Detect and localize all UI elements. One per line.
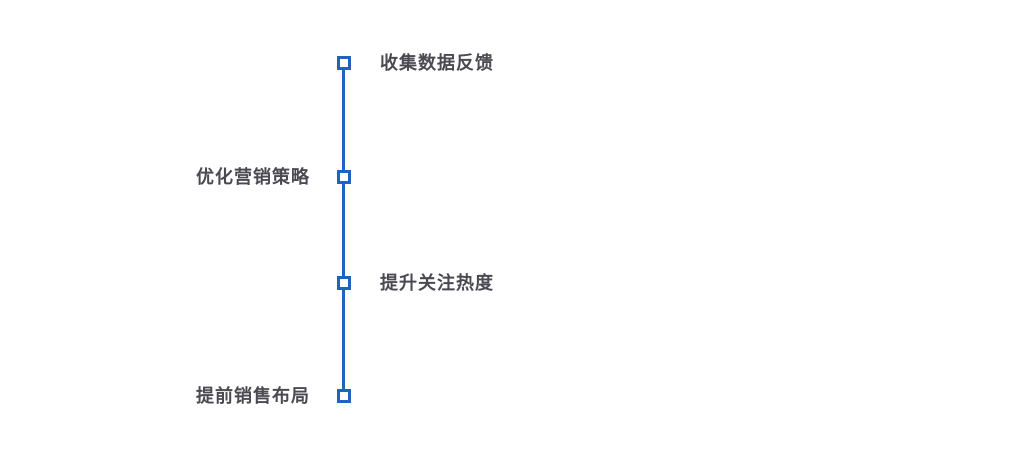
timeline-marker-icon: [337, 276, 351, 290]
timeline-label: 提升关注热度: [380, 273, 494, 293]
timeline-label: 收集数据反馈: [380, 53, 494, 73]
timeline-marker-icon: [337, 170, 351, 184]
timeline-axis-line: [342, 63, 345, 397]
timeline-marker-icon: [337, 389, 351, 403]
timeline-label: 优化营销策略: [196, 167, 310, 187]
timeline-marker-icon: [337, 56, 351, 70]
timeline-label: 提前销售布局: [196, 386, 310, 406]
